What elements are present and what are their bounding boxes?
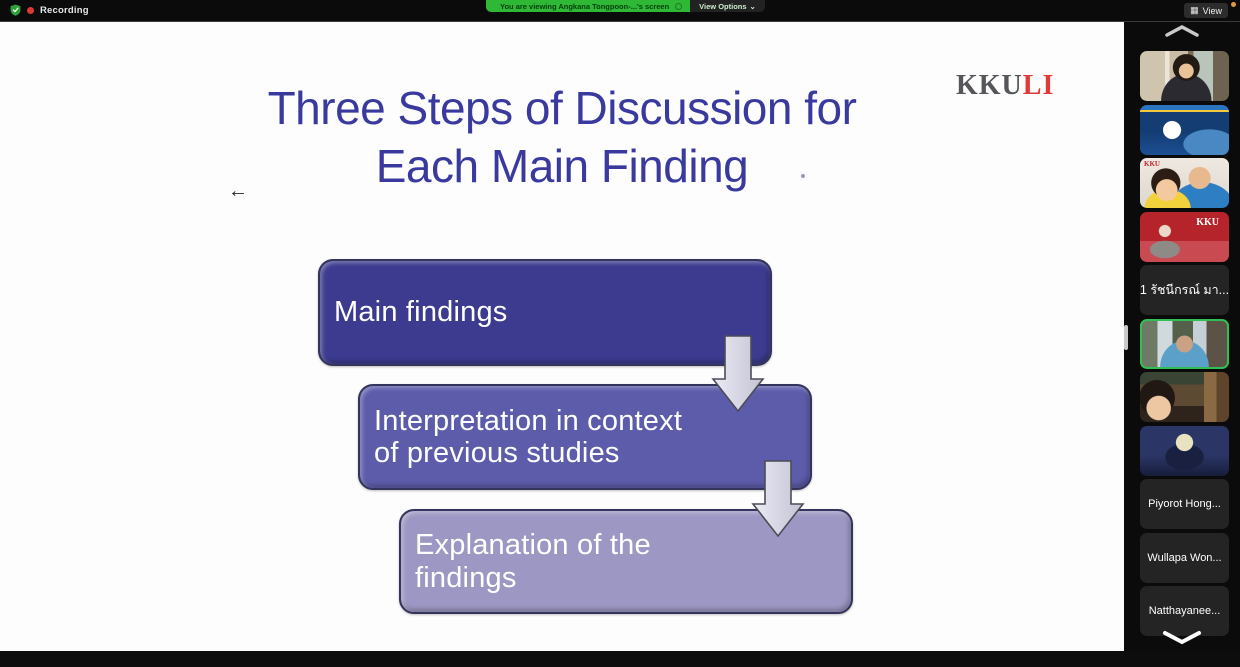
participant-name: 1 รัชนีกรณ์ มา...	[1140, 283, 1229, 297]
kku-banner-text: KKU	[1144, 160, 1160, 168]
logo-li-text: LI	[1022, 70, 1055, 101]
step-box-main-findings: Main findings	[318, 259, 772, 366]
share-banner-message: You are viewing Angkana Tongpoon-...'s s…	[486, 0, 691, 12]
slide-title-line1: Three Steps of Discussion for	[267, 82, 857, 134]
participant-name-tile[interactable]: Wullapa Won...	[1140, 532, 1229, 583]
step-label: Explanation of the findings	[415, 529, 651, 594]
recording-dot-icon	[27, 6, 34, 14]
participant-video-tile[interactable]	[1140, 372, 1229, 422]
participant-tiles: KKU KKU 1 รัชนีกรณ์ มา... Piyorot Hong..…	[1140, 51, 1229, 636]
meeting-topbar: Recording You are viewing Angkana Tongpo…	[0, 0, 1240, 22]
view-button[interactable]: ▦ View	[1184, 3, 1228, 18]
step-label: Main findings	[334, 296, 508, 329]
share-status-icon	[675, 2, 683, 10]
slide-title: Three Steps of Discussion for Each Main …	[0, 80, 1124, 196]
logo-kku-text: KKU	[956, 70, 1023, 101]
participant-name: Piyorot Hong...	[1148, 498, 1221, 510]
participant-video-tile[interactable]	[1140, 51, 1229, 101]
shared-screen-slide: Three Steps of Discussion for Each Main …	[0, 22, 1124, 651]
step-box-interpretation: Interpretation in context of previous st…	[358, 384, 812, 490]
screen-share-banner: You are viewing Angkana Tongpoon-...'s s…	[486, 0, 765, 12]
recording-label: Recording	[40, 4, 89, 16]
participants-sidebar: KKU KKU 1 รัชนีกรณ์ มา... Piyorot Hong..…	[1124, 22, 1240, 651]
view-options-dropdown[interactable]: View Options ⌄	[690, 0, 765, 12]
view-options-label: View Options	[699, 1, 747, 11]
participant-name-tile[interactable]: Piyorot Hong...	[1140, 479, 1229, 529]
recording-indicator: Recording	[10, 4, 89, 16]
participant-video-tile[interactable]: KKU	[1140, 211, 1229, 262]
view-button-label: View	[1202, 5, 1222, 16]
participant-name: Natthayanee...	[1148, 605, 1221, 617]
chevron-down-icon: ⌄	[749, 1, 756, 11]
security-shield-icon[interactable]	[10, 4, 21, 16]
participant-name-tile[interactable]: 1 รัชนีกรณ์ มา...	[1140, 265, 1229, 315]
participant-video-tile[interactable]	[1140, 425, 1229, 476]
bottom-bar	[0, 651, 1240, 667]
step-label: Interpretation in context of previous st…	[374, 404, 683, 469]
sidebar-scrollbar[interactable]	[1124, 325, 1128, 350]
back-arrow-icon: ←	[228, 180, 248, 202]
kku-poster-text: KKU	[1196, 216, 1219, 228]
slide-title-line2: Each Main Finding	[375, 139, 749, 192]
scroll-up-chevron-icon[interactable]	[1163, 24, 1201, 38]
share-banner-text: You are viewing Angkana Tongpoon-...'s s…	[500, 1, 670, 11]
scroll-down-chevron-icon[interactable]	[1160, 630, 1204, 646]
view-grid-icon: ▦	[1190, 5, 1199, 15]
pointer-dot	[801, 174, 805, 178]
participant-tile-active[interactable]	[1140, 318, 1229, 369]
participant-name: Wullapa Won...	[1147, 551, 1222, 564]
down-arrow-icon	[711, 335, 765, 413]
step-box-explanation: Explanation of the findings	[399, 509, 853, 614]
notification-dot	[1231, 2, 1236, 7]
participant-video-tile[interactable]: KKU	[1140, 158, 1229, 208]
participant-name-tile[interactable]: Natthayanee...	[1140, 586, 1229, 636]
kkuli-logo: KKULI	[956, 70, 1054, 102]
down-arrow-icon	[751, 460, 805, 538]
participant-video-tile[interactable]	[1140, 104, 1229, 155]
